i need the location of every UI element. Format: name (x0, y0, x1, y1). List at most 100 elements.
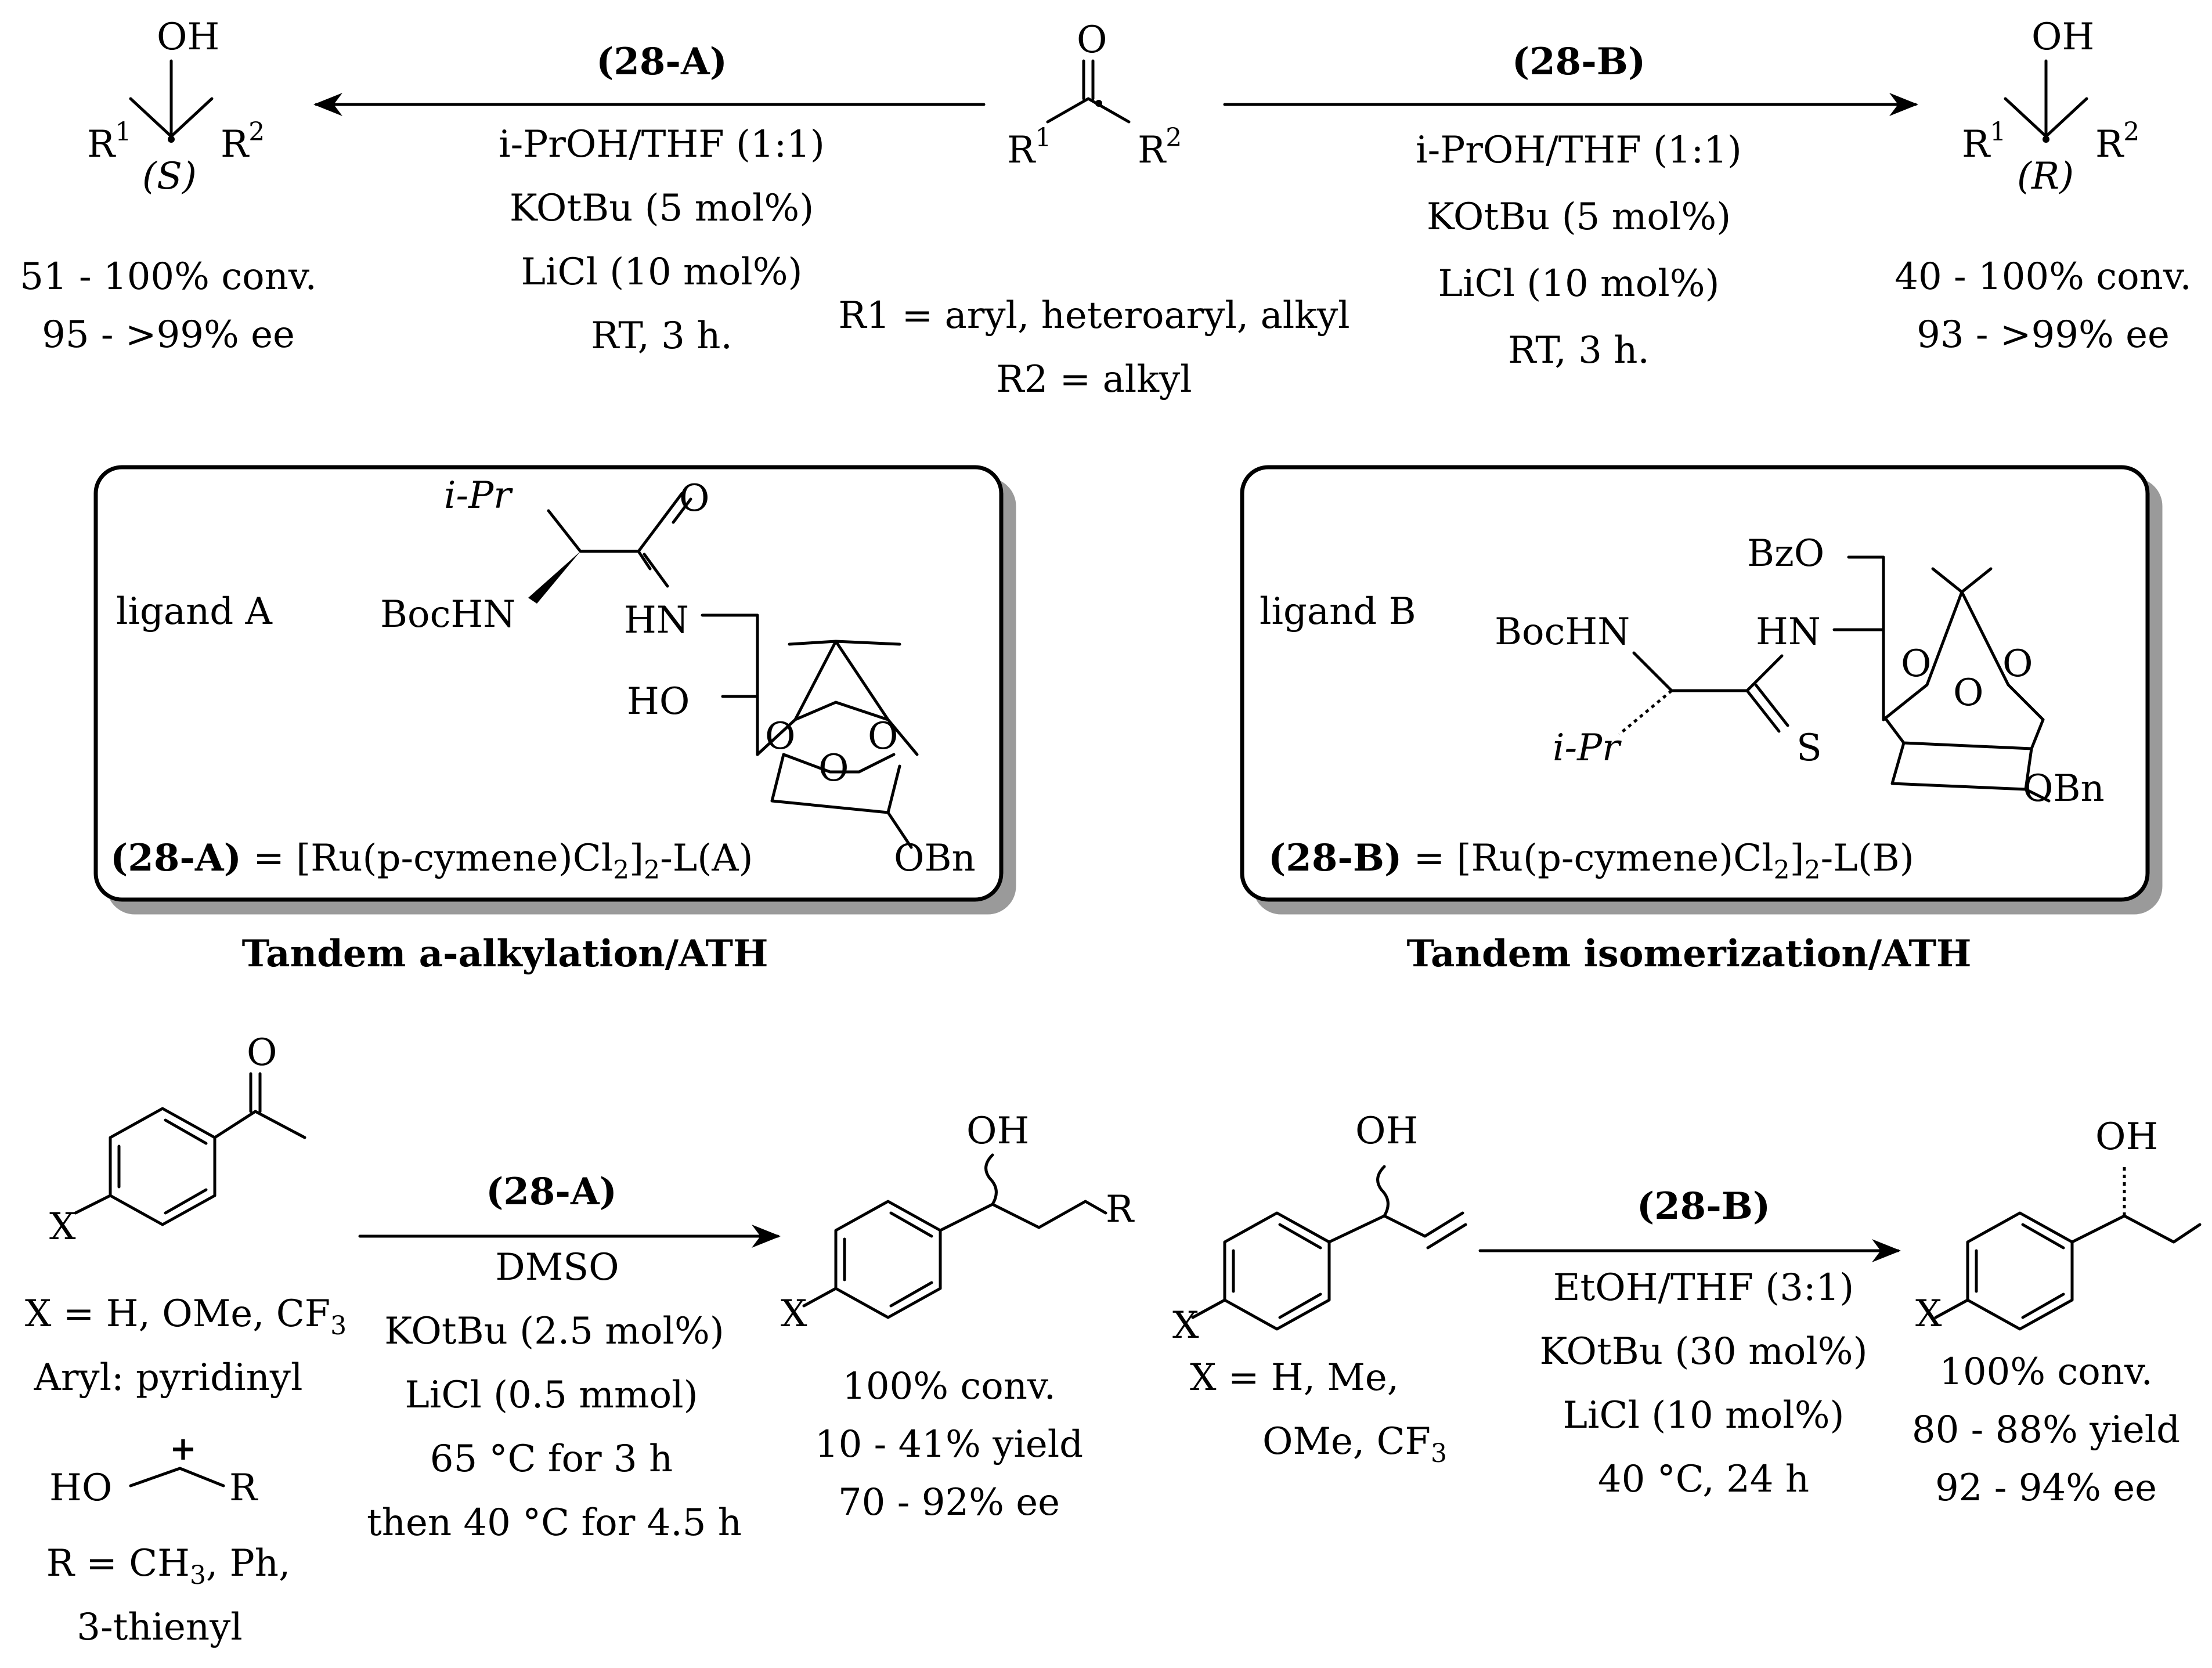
benzene-ring (1223, 1211, 1331, 1331)
svg-text:R1: R1 (1007, 123, 1051, 172)
acetophenone-substrate: O X (49, 1031, 306, 1248)
benzene-ring (1966, 1211, 2074, 1331)
product-r-alcohol: OH R1 R2 (R) (1962, 16, 2139, 198)
ketone-skeleton (1046, 97, 1131, 124)
ho-label: HO (49, 1467, 112, 1510)
condition-line: KOtBu (2.5 mol%) (384, 1310, 724, 1353)
scope-line: 3-thienyl (77, 1606, 242, 1649)
ring-double-bonds (1232, 1223, 1322, 1319)
stereo-descriptor: (R) (2017, 155, 2074, 198)
left-results: 51 - 100% conv. 95 - >99% ee (20, 255, 317, 356)
ipr-label: i-Pr (444, 474, 513, 517)
r1-sup: 1 (115, 117, 131, 147)
ligand-a-backbone (547, 509, 669, 588)
x-label: X (781, 1292, 807, 1335)
condition-line: LiCl (10 mol%) (1438, 262, 1720, 305)
allylic-scope: X = H, Me, OMe, CF3 (1190, 1356, 1447, 1468)
result-line: 40 - 100% conv. (1895, 255, 2192, 298)
sugar-chain (1832, 555, 1885, 721)
acetyl-group (74, 1072, 306, 1215)
x-label: X (1172, 1304, 1199, 1347)
alcohol-reagent: HO R + (49, 1429, 258, 1510)
ring-oxygen: O (2002, 642, 2033, 685)
condition-line: then 40 °C for 4.5 h (367, 1501, 742, 1544)
r1-sup: 1 (1990, 117, 2006, 147)
sulfur-label: S (1796, 727, 1822, 770)
condition-line: KOtBu (30 mol%) (1539, 1330, 1867, 1373)
scope-line: R = CH3, Ph, (46, 1542, 291, 1590)
condition-line: KOtBu (5 mol%) (1427, 196, 1731, 239)
left-arrow-conditions: (28-A) i-PrOH/THF (1:1) KOtBu (5 mol%) L… (499, 40, 825, 358)
catalyst-label: (28-B) (1512, 40, 1646, 84)
x-label: X (1915, 1292, 1942, 1335)
result-line: 51 - 100% conv. (20, 255, 317, 298)
scope-line: OMe, CF3 (1262, 1420, 1447, 1468)
condition-line: i-PrOH/THF (1:1) (499, 123, 825, 166)
furanose-ring (770, 753, 913, 849)
benzene-ring (834, 1200, 942, 1319)
product-s-alcohol: OH R1 R2 (S) (87, 16, 265, 198)
ring-oxygen: O (765, 715, 795, 758)
ketone-substrate: O R1 R2 (1007, 19, 1182, 172)
result-line: 92 - 94% ee (1935, 1467, 2157, 1510)
oh-label: OH (1355, 1110, 1418, 1153)
r2-sup: 2 (1165, 123, 1182, 153)
propyl-chain (1934, 1214, 2202, 1319)
r1-label: R (87, 123, 116, 166)
oxygen-label: O (1077, 19, 1107, 62)
carbon-dot (1095, 100, 1102, 107)
oh-label: OH (2095, 1115, 2158, 1158)
result-line: 95 - >99% ee (42, 313, 295, 356)
result-line: 93 - >99% ee (1917, 313, 2170, 356)
condition-line: EtOH/THF (3:1) (1553, 1266, 1854, 1309)
ho-label: HO (627, 680, 690, 723)
amide-carbonyl (663, 492, 692, 524)
obn-label: OBn (2023, 767, 2105, 810)
right-results: 40 - 100% conv. 93 - >99% ee (1895, 255, 2192, 356)
bottom-right-results: 100% conv. 80 - 88% yield 92 - 94% ee (1912, 1351, 2180, 1510)
acetonide-ring (1882, 567, 2045, 721)
bottom-right-conditions: (28-B) EtOH/THF (3:1) KOtBu (30 mol%) Li… (1539, 1185, 1867, 1501)
svg-text:R2: R2 (221, 117, 265, 166)
alcohol-skeleton (129, 1467, 225, 1488)
r2-label: R (1138, 129, 1167, 172)
oh-label: OH (2031, 16, 2094, 59)
ring-oxygen: O (1901, 642, 1931, 685)
propanol-product: OH X (1915, 1115, 2202, 1335)
catalyst-label: (28-A) (596, 40, 727, 84)
wedge-bond (528, 551, 580, 604)
r1-sup: 1 (1035, 123, 1051, 153)
result-line: 80 - 88% yield (1912, 1409, 2180, 1452)
ligand-b-frame (1240, 465, 2150, 902)
r2-label: R (221, 123, 250, 166)
bochn-label: BocHN (1495, 611, 1630, 654)
result-line: 100% conv. (1939, 1351, 2153, 1393)
result-line: 70 - 92% ee (838, 1481, 1060, 1524)
bottom-left-results: 100% conv. 10 - 41% yield 70 - 92% ee (815, 1365, 1083, 1524)
bochn-label: BocHN (380, 593, 515, 636)
condition-line: RT, 3 h. (591, 315, 732, 358)
ligand-b-caption: Tandem isomerization/ATH (1407, 932, 1972, 976)
r-definitions: R1 = aryl, heteroaryl, alkyl R2 = alkyl (838, 294, 1349, 401)
wavy-bond (1376, 1165, 1390, 1218)
ring-oxygen: O (818, 747, 849, 790)
hn-label: HN (1756, 611, 1821, 654)
homologated-alcohol-product: OH R X (781, 1110, 1135, 1335)
ring-oxygen: O (1953, 671, 1983, 714)
r2-label: R (2095, 123, 2124, 166)
acetonide-ring (756, 640, 919, 756)
allylic-alcohol-substrate: OH X (1172, 1110, 1467, 1347)
r2-sup: 2 (2123, 117, 2139, 147)
obn-label: OBn (894, 837, 976, 880)
ligand-a-panel: ligand A i-Pr O BocHN HN HO O O O OBn (2… (93, 465, 1004, 902)
oxygen-label: O (679, 477, 709, 520)
ring-double-bonds (1975, 1223, 2065, 1319)
r1-label: R (1007, 129, 1036, 172)
condition-line: KOtBu (5 mol%) (510, 187, 814, 230)
r2-sup: 2 (248, 117, 265, 147)
ligand-b-backbone (1632, 651, 1789, 733)
ring-oxygen: O (868, 715, 898, 758)
condition-line: LiCl (0.5 mmol) (405, 1374, 698, 1417)
condition-line: 40 °C, 24 h (1598, 1458, 1809, 1501)
furanose-ring (1885, 718, 2051, 803)
